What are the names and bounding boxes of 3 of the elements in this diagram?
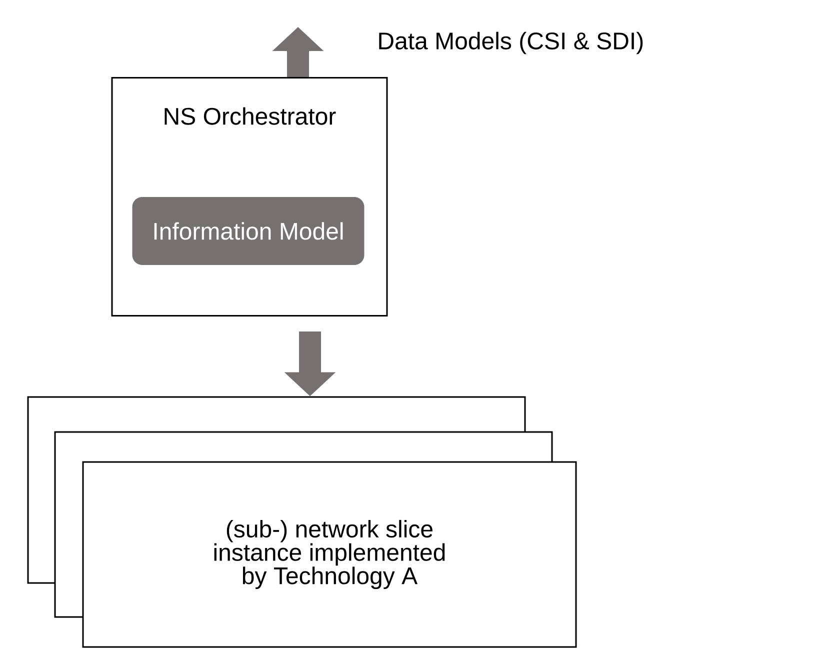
slice-box: (sub-) network slice instance implemented by Technology A: [82, 461, 577, 648]
edge-label: Data Models (CSI & SDI): [379, 32, 643, 54]
model-box: Information Model: [132, 197, 364, 265]
